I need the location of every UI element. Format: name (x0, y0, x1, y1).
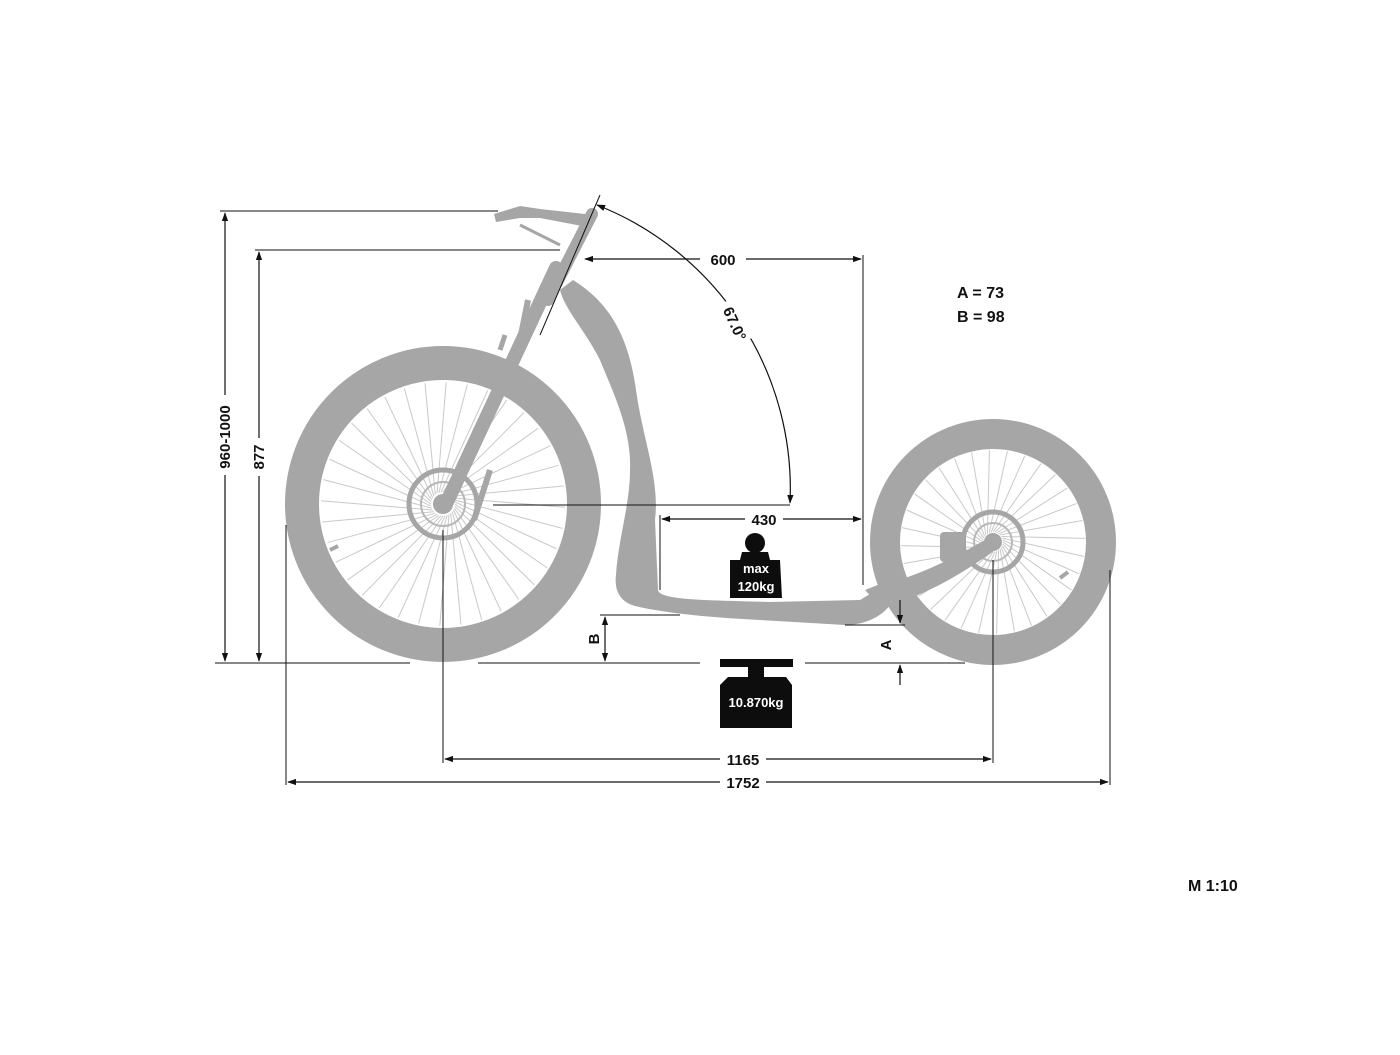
wheel-spoke (424, 383, 436, 495)
wheel-spoke (454, 501, 557, 550)
wheel-spoke (999, 520, 1083, 536)
wheel-spoke (925, 479, 984, 541)
wheel-spoke (361, 515, 442, 596)
total-length-label: 1752 (726, 775, 759, 792)
wheel-spoke (329, 458, 432, 507)
wheel-spoke (321, 500, 433, 511)
wheel-spoke (999, 548, 1015, 632)
wheel-spoke (436, 382, 447, 494)
a-value-note: A = 73 (957, 285, 1004, 302)
wheel-spoke (454, 505, 535, 586)
wheel-spoke (996, 550, 1000, 634)
wheel-spoke (448, 445, 551, 495)
wheel-spoke (944, 551, 994, 621)
kickscooter-silhouette (285, 206, 1116, 665)
wheel-spoke (338, 439, 432, 505)
wheel-spoke (440, 390, 489, 493)
wheel-spoke (960, 551, 996, 629)
wheel-spoke (347, 514, 440, 581)
wheel-spoke (453, 507, 520, 600)
rear-fork (865, 540, 998, 606)
max-load-line1: max (743, 561, 770, 576)
wheel-spoke (930, 551, 992, 610)
scooter-frame (560, 280, 895, 625)
wheel-spoke (906, 509, 984, 545)
wheel-spoke (998, 503, 1077, 535)
wheel-spoke (322, 511, 434, 523)
wheel-spoke (1002, 537, 1084, 557)
wheel-spoke (1002, 539, 1080, 575)
wheel-spoke (954, 458, 986, 537)
handlebar (494, 206, 592, 226)
wheel-spoke (452, 509, 502, 612)
wheel-spoke (366, 408, 433, 501)
deck-length-label: 430 (751, 512, 776, 529)
wheel-spoke (335, 513, 438, 563)
wheel-spoke (1001, 535, 1085, 539)
wheel-spoke (450, 464, 559, 496)
rear-wheel-spokes (901, 450, 1085, 634)
wheel-spoke (351, 422, 432, 503)
drawing-scale-label: M 1:10 (1188, 878, 1238, 895)
wheel-spoke (451, 511, 483, 620)
front-fork (439, 261, 563, 511)
wheel-spoke (439, 514, 450, 626)
wheel-spoke (418, 515, 448, 624)
wheel-spoke (454, 499, 563, 529)
deck-height-label: B (586, 633, 603, 644)
total-height-label: 960-1000 (217, 405, 234, 468)
scooter-weight-label: 10.870kg (729, 695, 784, 710)
b-value-note: B = 98 (957, 309, 1005, 326)
wheel-spoke (938, 467, 985, 539)
wheel-spoke (914, 493, 984, 543)
dimension-lines (215, 194, 1111, 786)
wheel-spoke (327, 512, 436, 544)
wheel-spoke (1000, 547, 1032, 626)
handlebar-height-label: 877 (251, 444, 268, 469)
wheel-spoke (378, 515, 444, 609)
wheel-spoke (986, 450, 990, 534)
wheel-spoke (1002, 541, 1072, 591)
wheel-spoke (992, 463, 1042, 533)
max-load-weight-icon: max 120kg (730, 533, 782, 598)
wheel-spoke (994, 474, 1056, 533)
wheel-spoke (403, 388, 435, 497)
wheel-spoke (990, 455, 1026, 533)
wheel-spoke (988, 451, 1008, 533)
wheel-spoke (452, 485, 564, 497)
wheel-spoke (323, 479, 432, 509)
wheel-spoke (397, 515, 446, 618)
wheel-spoke (1001, 545, 1048, 617)
wheel-spoke (438, 384, 468, 493)
wheel-spoke (450, 513, 462, 625)
wheel-spoke (1002, 543, 1061, 605)
max-load-line2: 120kg (738, 579, 775, 594)
wheelbase-label: 1165 (727, 752, 760, 769)
wheel-spoke (384, 396, 434, 499)
scale-weight-icon: 10.870kg (720, 659, 793, 728)
reach-label: 600 (710, 252, 735, 269)
rear-clearance-label: A (878, 639, 895, 650)
wheel-spoke (978, 551, 998, 633)
wheel-spoke (454, 503, 548, 569)
wheel-spoke (996, 487, 1068, 534)
wheel-spoke (453, 497, 565, 508)
wheel-spoke (971, 452, 987, 536)
stem (542, 208, 598, 306)
